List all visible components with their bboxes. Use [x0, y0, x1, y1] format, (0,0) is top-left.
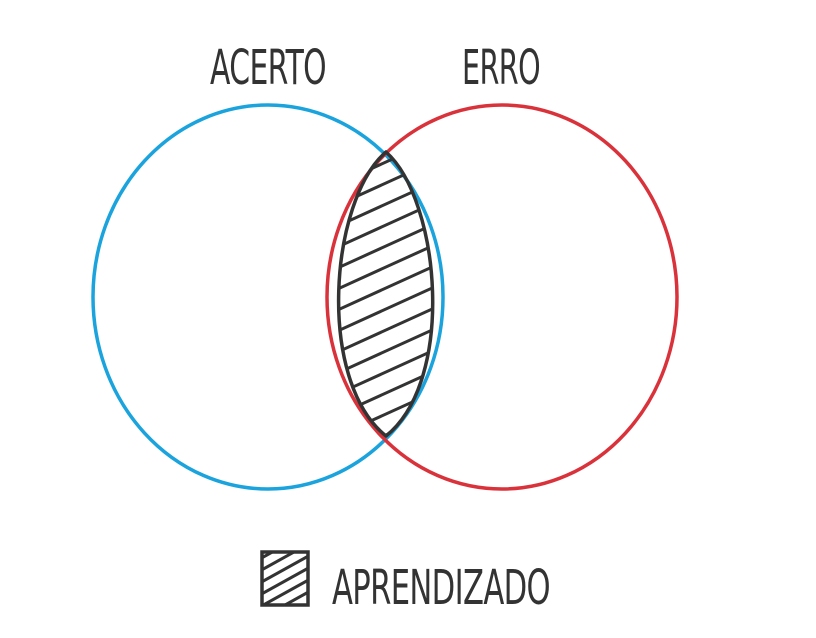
- hatch-line: [320, 447, 452, 507]
- legend-hatch-line: [281, 590, 308, 605]
- legend: APRENDIZADO: [260, 550, 551, 616]
- legend-swatch-hatch: [262, 552, 308, 605]
- legend-hatch-line: [262, 552, 276, 560]
- circle-acerto: [91, 103, 445, 491]
- set-label-erro: ERRO: [462, 40, 540, 96]
- set-label-acerto: ACERTO: [210, 40, 326, 96]
- hatch-line: [338, 277, 433, 341]
- legend-hatch-line: [262, 566, 308, 596]
- legend-label: APRENDIZADO: [332, 560, 550, 616]
- legend-hatch-line: [262, 578, 308, 605]
- intersection-outline: [336, 150, 435, 438]
- legend-swatch: [260, 550, 310, 607]
- legend-hatch-line: [262, 554, 308, 584]
- legend-hatch-line: [262, 552, 298, 572]
- circle-erro: [325, 103, 679, 491]
